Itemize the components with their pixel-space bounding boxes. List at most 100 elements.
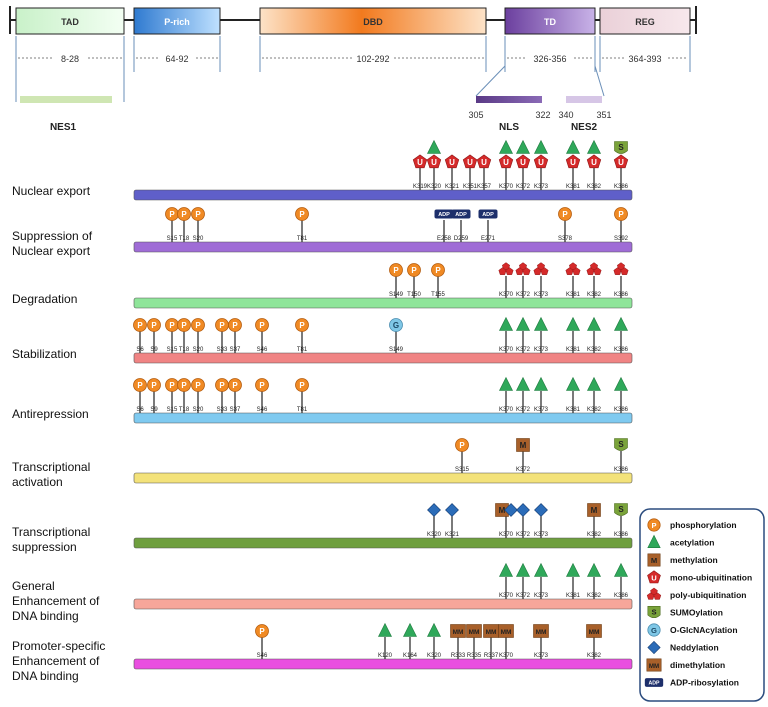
site-label: K370 [499,532,514,538]
site-label: K382 [587,532,602,538]
ptm-site: K372 [516,503,531,538]
site-label: K372 [516,407,531,413]
site-label: K373 [534,292,549,298]
ptm-site: K382 [587,376,602,413]
nes2-bar [566,96,602,103]
pu-glyph-icon [586,262,602,275]
g-glyph-icon: G [389,318,403,332]
site-label: K370 [499,347,514,353]
svg-text:MM: MM [536,629,547,636]
svg-text:P: P [195,321,201,330]
row-bar [133,189,633,201]
row-label: Transcriptional [12,460,90,474]
site-label: S6 [136,347,144,353]
n-glyph-icon [534,503,548,517]
a-glyph-icon [587,562,601,577]
site-label: S37 [230,407,241,413]
s-glyph-icon: S [614,141,628,154]
a-glyph-icon [566,139,580,154]
a-glyph-icon [516,376,530,391]
row-label: Degradation [12,292,77,306]
site-label: K382 [587,184,602,190]
domain-range-td: 326-356 [533,54,566,64]
svg-text:U: U [417,158,423,167]
row-bar [133,472,633,484]
svg-text:P: P [169,381,175,390]
legend-box [639,508,765,702]
pu-glyph-icon [613,262,629,275]
mm-glyph-icon: MM [450,624,466,638]
ptm-site: K386 [613,262,629,298]
site-label: K381 [566,292,581,298]
legend-label: poly-ubiquitination [670,590,746,600]
svg-text:P: P [393,266,399,275]
site-label: K386 [614,347,629,353]
mm-glyph-icon: MM [533,624,549,638]
mm-glyph-icon: MM [498,624,514,638]
a-glyph-icon [534,376,548,391]
ptm-site: K370 [499,376,514,413]
u-glyph-icon: U [476,154,492,169]
site-label: E258 [437,236,452,242]
p-glyph-icon: P [177,207,191,221]
site-label: R335 [467,653,482,659]
site-label: K351 [463,184,478,190]
svg-text:U: U [467,158,473,167]
pu-glyph-icon [533,262,549,275]
svg-text:P: P [232,381,238,390]
svg-text:P: P [259,627,265,636]
s-glyph-icon: S [647,606,661,619]
a-glyph-icon [516,562,530,577]
ptm-site: K372 [515,262,531,298]
p-glyph-icon: P [177,378,191,392]
m-glyph-icon: M [516,438,530,452]
ptm-site: U K320 [426,139,442,190]
ptm-site: PS6 [133,318,147,353]
svg-text:MM: MM [486,629,497,636]
nes1-bar [20,96,112,103]
site-label: K372 [516,467,531,473]
nes1-label: NES1 [50,122,77,133]
ptm-site: K373 [534,316,549,353]
site-label: K381 [566,593,581,599]
domain-label-td: TD [544,17,556,27]
domain-box-reg [599,7,691,35]
svg-text:P: P [169,210,175,219]
site-label: S9 [150,407,158,413]
nls-bar [476,96,542,103]
site-label: K320 [427,184,442,190]
u-glyph-icon: U [498,154,514,169]
pos-340: 340 [558,110,573,120]
ptm-site: K320 [427,503,442,538]
svg-text:P: P [181,321,187,330]
pu-glyph-icon [565,262,581,275]
site-label: K320 [427,532,442,538]
site-label: K370 [499,593,514,599]
svg-text:U: U [449,158,455,167]
a-glyph-icon [534,316,548,331]
legend-item: Neddylation [647,640,719,655]
p-glyph-icon: P [255,378,269,392]
site-label: S15 [167,407,178,413]
ptm-site: PS6 [133,378,147,413]
site-label: S33 [217,347,228,353]
row-bar [133,352,633,364]
ptm-site: K370 [499,316,514,353]
svg-text:U: U [431,158,437,167]
